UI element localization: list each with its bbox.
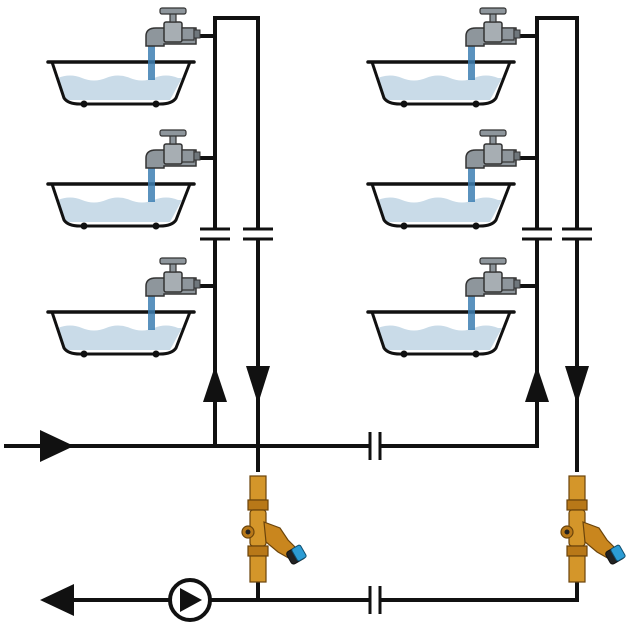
pipe-break-main-supply	[368, 432, 382, 460]
arrow-main-supply	[40, 430, 74, 462]
bathtub-right-1	[366, 7, 521, 110]
bathtub-left-3	[46, 257, 201, 360]
pipe-network	[4, 16, 579, 602]
arrow-left-supply-up	[203, 366, 227, 402]
arrow-right-return-down	[565, 366, 589, 404]
pipe-break-right-return	[562, 227, 592, 241]
pipe-break-left-return	[243, 227, 273, 241]
circulation-pump	[168, 578, 212, 622]
bathtub-right-3	[366, 257, 521, 360]
balancing-valve-left	[241, 475, 308, 583]
pipe-break-left-supply	[200, 227, 230, 241]
flow-arrows	[40, 366, 589, 616]
bathtub-left-1	[46, 7, 201, 110]
balancing-valve-right	[560, 475, 627, 583]
bathtub-right-2	[366, 129, 521, 232]
bathtub-left-2	[46, 129, 201, 232]
arrow-left-return-down	[246, 366, 270, 404]
arrow-right-supply-up	[525, 366, 549, 402]
pipe-breaks	[200, 227, 592, 614]
pipe-break-main-return	[368, 586, 382, 614]
pipe-break-right-supply	[522, 227, 552, 241]
arrow-main-return	[40, 584, 74, 616]
